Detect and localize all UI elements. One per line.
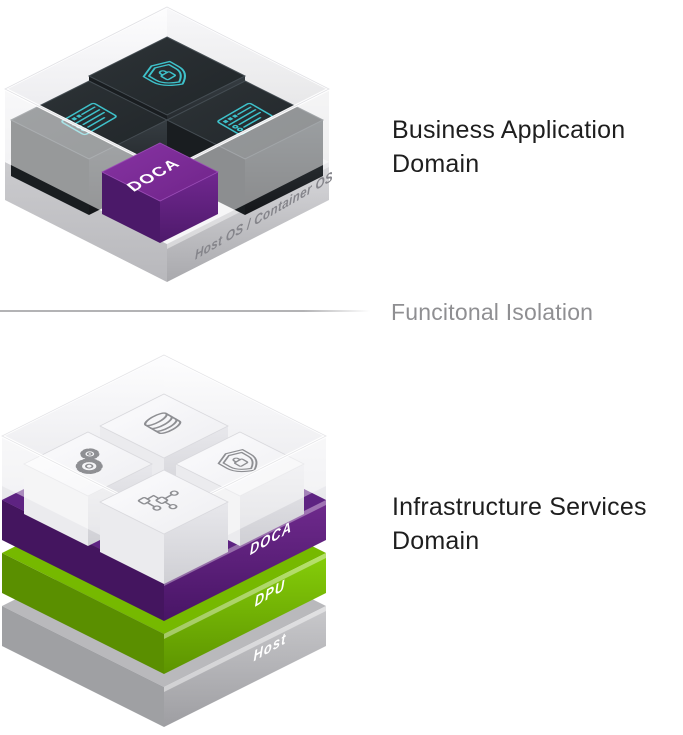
dpu-right-face xyxy=(164,553,326,674)
infrastructure-services-domain-illustration: Host DPU DOCA xyxy=(1,353,327,727)
host-right-face xyxy=(164,606,326,727)
cube-top-face xyxy=(87,36,247,116)
doca-left-face xyxy=(102,172,160,243)
cube-right-face xyxy=(240,464,304,546)
business-application-domain-title: Business Application Domain xyxy=(392,116,626,178)
doca-right-face xyxy=(164,500,326,621)
host-gloss-strip xyxy=(164,606,326,692)
cube-top-face xyxy=(175,431,305,497)
glass-back-rim-highlight xyxy=(4,5,330,91)
glass-back-rim-highlight xyxy=(1,353,327,438)
doca-right-face xyxy=(160,172,218,243)
cube-top-face xyxy=(99,393,229,459)
business-application-domain-illustration: DOCA Host OS / Container OS xyxy=(4,5,332,282)
doca-top-face xyxy=(101,142,219,202)
infrastructure-services-domain-title: Infrastructure Services Domain xyxy=(392,493,647,555)
cube-left-face xyxy=(24,464,88,546)
service-cube-front xyxy=(99,469,229,584)
dpu-gloss-strip xyxy=(164,553,326,639)
cube-left-face xyxy=(100,502,164,584)
doca-left-face xyxy=(2,500,164,621)
functional-isolation-divider-line xyxy=(0,310,370,312)
host-left-face xyxy=(2,606,164,727)
dpu-left-face xyxy=(2,553,164,674)
cube-right-face xyxy=(164,502,228,584)
functional-isolation-label: Funcitonal Isolation xyxy=(391,299,594,325)
doca-cube: DOCA xyxy=(101,142,219,243)
